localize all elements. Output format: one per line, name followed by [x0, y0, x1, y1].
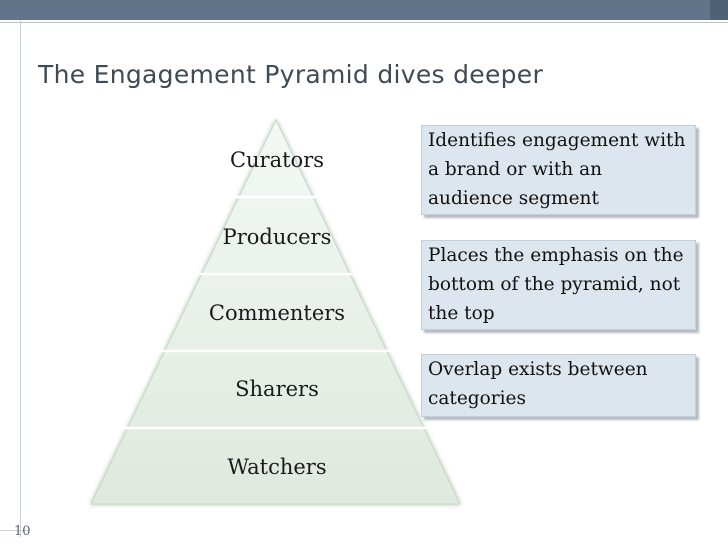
bottom-rule [0, 530, 30, 531]
slide-title: The Engagement Pyramid dives deeper [38, 60, 544, 89]
slide-number: 10 [14, 524, 31, 539]
header-accent [710, 0, 728, 20]
note-box-overlap: Overlap exists between categories [421, 354, 696, 417]
pyramid-shape [90, 118, 461, 505]
level-label-curators: Curators [230, 148, 324, 172]
left-rule [20, 20, 21, 537]
header-underline [0, 22, 728, 23]
level-label-watchers: Watchers [227, 455, 326, 479]
header-bar [0, 0, 728, 23]
level-label-sharers: Sharers [235, 377, 319, 401]
note-box-emphasis: Places the emphasis on the bottom of the… [421, 240, 696, 330]
note-box-engagement: Identifies engagement with a brand or wi… [421, 125, 696, 215]
level-label-producers: Producers [223, 225, 332, 249]
level-label-commenters: Commenters [209, 301, 345, 325]
